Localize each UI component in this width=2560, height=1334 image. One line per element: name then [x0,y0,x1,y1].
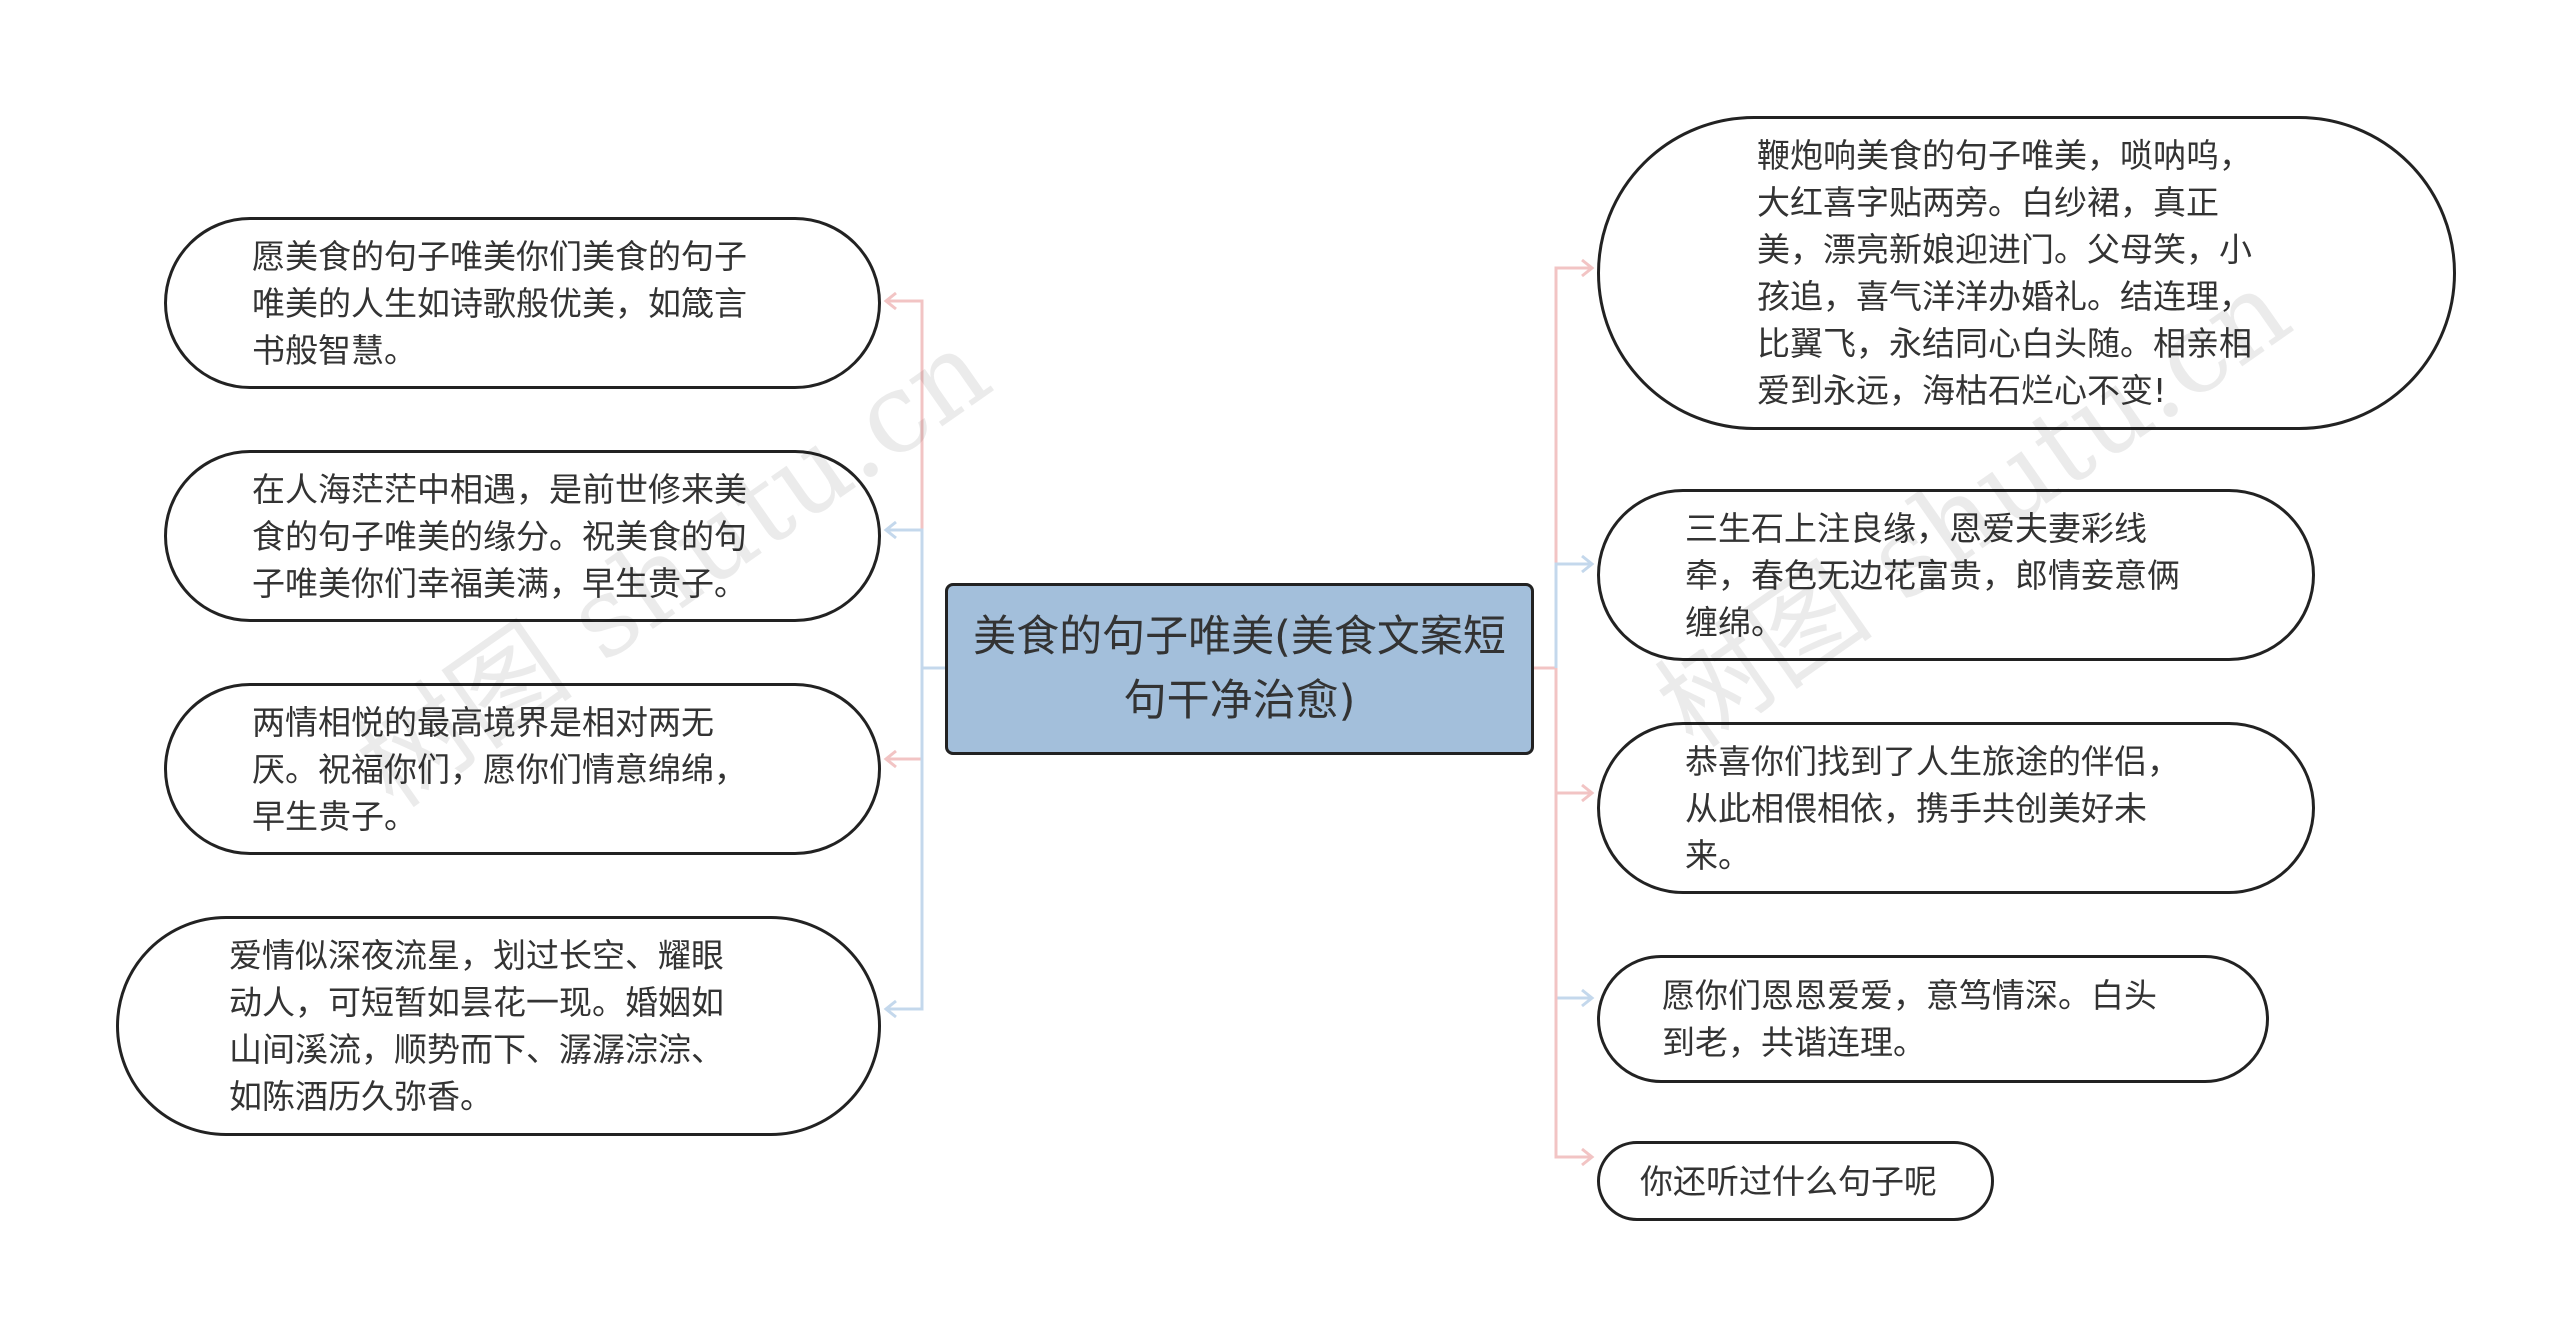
right-node-3[interactable]: 恭喜你们找到了人生旅途的伴侣，从此相偎相依，携手共创美好未来。 [1597,722,2315,894]
connector-right-5 [1554,668,1592,1159]
connector-right-1 [1554,266,1592,668]
connector-right-2 [1554,562,1592,668]
right-node-5[interactable]: 你还听过什么句子呢 [1597,1141,1994,1221]
connector-right-3 [1554,668,1592,795]
connector-left-4 [886,668,924,1011]
left-node-3[interactable]: 两情相悦的最高境界是相对两无厌。祝福你们，愿你们情意绵绵，早生贵子。 [164,683,881,855]
connector-left-2 [886,528,924,668]
right-node-2[interactable]: 三生石上注良缘，恩爱夫妻彩线牵，春色无边花富贵，郎情妾意俩缠绵。 [1597,489,2315,661]
left-node-4[interactable]: 爱情似深夜流星，划过长空、耀眼动人，可短暂如昙花一现。婚姻如山间溪流，顺势而下、… [116,916,881,1136]
right-node-4[interactable]: 愿你们恩恩爱爱，意笃情深。白头到老，共谐连理。 [1597,955,2269,1083]
right-node-1[interactable]: 鞭炮响美食的句子唯美，唢呐呜，大红喜字贴两旁。白纱裙，真正美，漂亮新娘迎进门。父… [1597,116,2456,430]
connector-left-3 [886,668,924,761]
central-topic[interactable]: 美食的句子唯美(美食文案短句干净治愈) [945,583,1534,755]
left-node-2[interactable]: 在人海茫茫中相遇，是前世修来美食的句子唯美的缘分。祝美食的句子唯美你们幸福美满，… [164,450,881,622]
connector-right-4 [1554,668,1592,1000]
left-node-1[interactable]: 愿美食的句子唯美你们美食的句子唯美的人生如诗歌般优美，如箴言书般智慧。 [164,217,881,389]
